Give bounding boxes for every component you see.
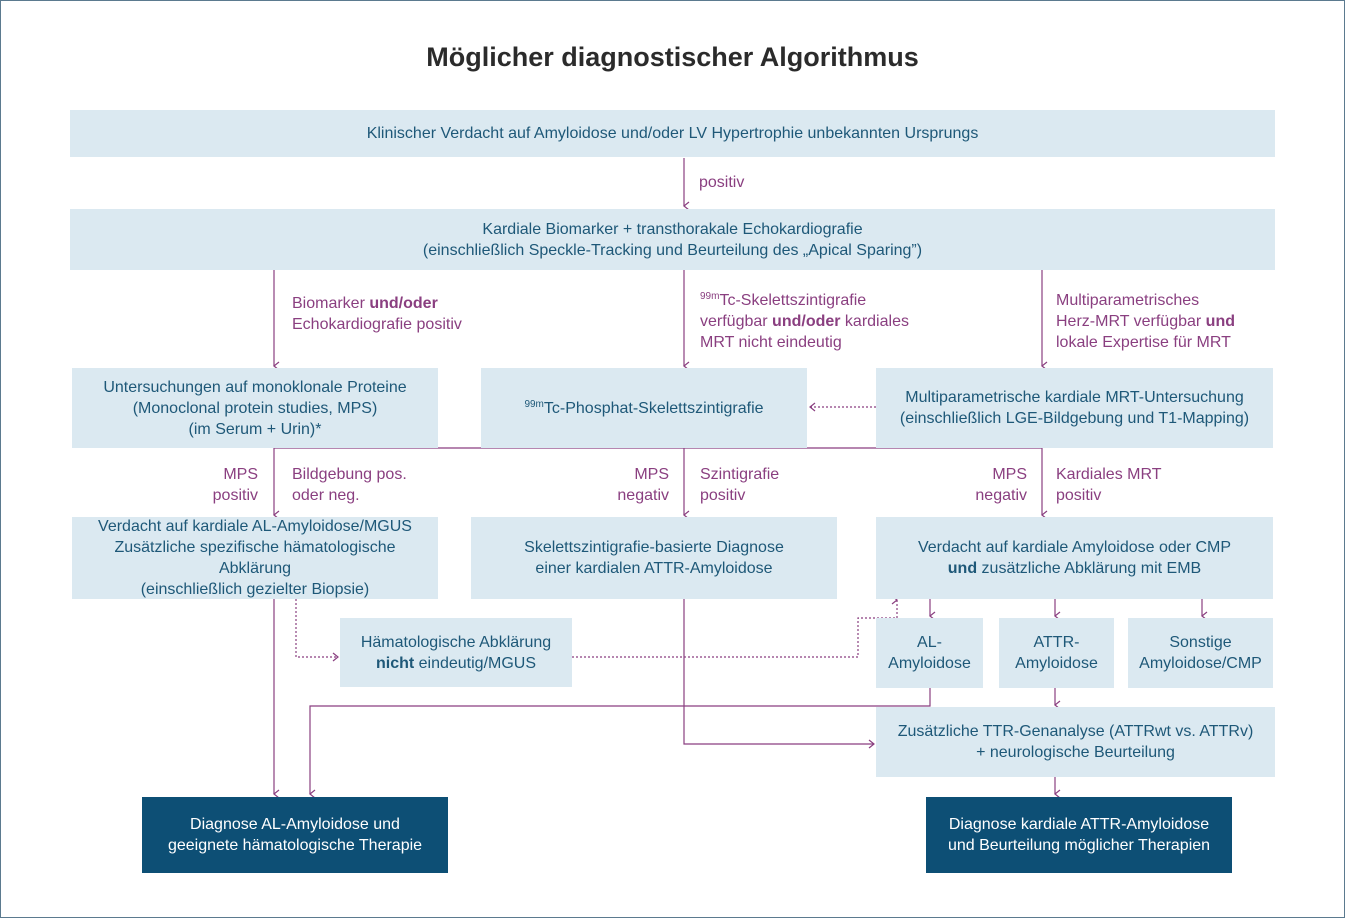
box-cmp-line2-bold: und [947,560,978,577]
label-scinti-line1-text: Tc-Skelettszintigrafie [719,292,867,309]
box-monoclonal-proteins: Untersuchungen auf monoklonale Proteine … [72,368,438,448]
box-dx-attr-line1: Diagnose kardiale ATTR-Amyloidose [948,816,1210,833]
page-title: Möglicher diagnostischer Algorithmus [426,42,919,72]
box-biomarker-line2: (einschließlich Speckle-Tracking und Beu… [422,241,923,259]
label-mri-positive: Kardiales MRT positiv [1056,464,1162,506]
label-scinti-sup: 99m [700,291,720,302]
label-mps-neg-mid-line2: negativ [617,487,669,504]
label-scinti-line2-b: und/oder [772,313,841,330]
box-mps-line1: Untersuchungen auf monoklonale Proteine [103,378,407,396]
label-mps-positive: MPS positiv [180,464,258,506]
box-diagnosis-al: Diagnose AL-Amyloidose und geeignete häm… [142,797,448,873]
box-al-line1: Verdacht auf kardiale AL-Amyloidose/MGUS [98,518,412,535]
box-haem-line2: nicht eindeutig/MGUS [376,653,536,674]
arrow-al-amy-to-dx [309,688,931,799]
label-biomarker-line1: Biomarker und/oder [292,293,462,314]
box-biomarker-line1: Kardiale Biomarker + transthorakale Echo… [482,220,863,238]
label-scinti-line3: MRT nicht eindeutig [700,334,842,351]
box-diagnosis-attr: Diagnose kardiale ATTR-Amyloidose und Be… [926,797,1232,873]
box-ttr-line1: Zusätzliche TTR-Genanalyse (ATTRwt vs. A… [897,723,1254,740]
label-mri-available: Multiparametrisches Herz-MRT verfügbar u… [1056,290,1235,353]
label-mps-neg-right-line1: MPS [992,466,1027,483]
label-positiv: positiv [699,174,745,191]
box-al-suspicion: Verdacht auf kardiale AL-Amyloidose/MGUS… [72,517,438,599]
label-mps-pos-line2: positiv [212,487,258,504]
box-scinti-text: 99mTc-Phosphat-Skelettszintigrafie [524,398,763,419]
box-haem-line2-rest: eindeutig/MGUS [414,654,537,672]
box-cmp-line2-rest: zusätzliche Abklärung mit EMB [977,560,1202,577]
box-attr-scinti-line1: Skelettszintigrafie-basierte Diagnose [524,539,784,556]
label-mri-line2-b: und [1205,313,1235,330]
box-attr-scinti-line2: einer kardialen ATTR-Amyloidose [535,560,773,577]
label-mps-neg-mid-line1: MPS [634,466,669,483]
label-mri-pos-line1: Kardiales MRT [1056,466,1162,483]
arrow-attr-scinti-to-ttr [683,599,875,749]
box-al-line2: Zusätzliche spezifische hämatologische A… [114,539,396,577]
box-mri-line1: Multiparametrische kardiale MRT-Untersuc… [905,389,1244,406]
box-cmp-line1: Verdacht auf kardiale Amyloidose oder CM… [917,539,1232,556]
label-imaging-line1: Bildgebung pos. [292,466,407,483]
label-imaging-line2: oder neg. [292,487,360,504]
box-scinti-sup: 99m [524,398,544,410]
label-mps-negative-mid: MPS negativ [588,464,669,506]
label-imaging: Bildgebung pos. oder neg. [292,464,407,506]
label-biomarker-line2: Echokardiografie positiv [292,316,462,333]
label-scinti-line2: verfügbar und/oder kardiales [700,311,909,332]
box-dx-attr-line2: und Beurteilung möglicher Therapien [947,837,1211,854]
box-attr-amy-line2: Amyloidose [1015,655,1098,672]
label-scinti-positive: Szintigrafie positiv [700,464,779,506]
label-scinti-line1: 99mTc-Skelettszintigrafie [700,290,909,311]
box-attr-amy-line1: ATTR- [1033,634,1080,651]
box-mps-line3: (im Serum + Urin)* [188,420,322,438]
box-al-amyloidosis: AL- Amyloidose [876,618,983,688]
box-haem-line1: Hämatologische Abklärung [360,633,552,651]
box-other-amyloidosis: Sonstige Amyloidose/CMP [1128,618,1273,688]
label-scinti-pos-line2: positiv [700,487,746,504]
label-mri-pos-line2: positiv [1056,487,1102,504]
box-al-line3: (einschließlich gezielter Biopsie) [140,581,370,598]
label-biomarker-line1-a: Biomarker [292,295,370,312]
label-mps-pos-line1: MPS [223,466,258,483]
box-mri-line2: (einschließlich LGE-Bildgebung und T1-Ma… [899,410,1250,427]
box-haematology-unclear: Hämatologische Abklärung nicht eindeutig… [340,618,572,687]
label-mri-line3: lokale Expertise für MRT [1056,334,1231,351]
label-biomarker-line1-b: und/oder [369,295,438,312]
label-mps-negative-right: MPS negativ [946,464,1027,506]
box-scintigraphy: 99mTc-Phosphat-Skelettszintigrafie [481,368,807,448]
box-other-amy-line1: Sonstige [1169,634,1232,651]
box-ttr-line2: + neurologische Beurteilung [976,744,1175,761]
arrow-haem-to-cmp [572,595,898,658]
label-mri-line2: Herz-MRT verfügbar und [1056,311,1235,332]
box-dx-al-line2: geeignete hämatologische Therapie [167,837,423,854]
label-mri-line2-a: Herz-MRT verfügbar [1056,313,1206,330]
label-biomarker-positive: Biomarker und/oder Echokardiografie posi… [292,293,462,335]
label-mps-neg-right-line2: negativ [975,487,1027,504]
box-attr-scinti-diagnosis: Skelettszintigrafie-basierte Diagnose ei… [471,517,837,599]
box-attr-amyloidosis: ATTR- Amyloidose [999,618,1114,688]
label-scinti-line2-c: kardiales [840,313,909,330]
label-scinti-available: 99mTc-Skelettszintigrafie verfügbar und/… [700,290,909,353]
box-haem-line2-bold: nicht [375,654,415,672]
box-cmp-suspicion: Verdacht auf kardiale Amyloidose oder CM… [876,517,1273,599]
label-scinti-line2-a: verfügbar [700,313,773,330]
box-al-amy-line1: AL- [917,634,942,651]
label-scinti-pos-line1: Szintigrafie [700,466,780,483]
box-al-amy-line2: Amyloidose [888,655,971,672]
box-biomarker-echo: Kardiale Biomarker + transthorakale Echo… [70,209,1275,270]
box-cardiac-mri: Multiparametrische kardiale MRT-Untersuc… [876,368,1273,448]
box-other-amy-line2: Amyloidose/CMP [1139,655,1262,672]
box-dx-al-line1: Diagnose AL-Amyloidose und [190,816,400,833]
label-mri-line1: Multiparametrisches [1056,292,1200,309]
box-clinical-suspicion: Klinischer Verdacht auf Amyloidose und/o… [70,110,1275,157]
box-scinti-label: Tc-Phosphat-Skelettszintigrafie [543,399,764,417]
arrow-al-to-haem [295,599,339,662]
box-mps-line2: (Monoclonal protein studies, MPS) [132,399,378,417]
box-cmp-line2: und zusätzliche Abklärung mit EMB [948,558,1201,579]
box-ttr-gene-analysis: Zusätzliche TTR-Genanalyse (ATTRwt vs. A… [876,707,1275,777]
box-clinical-suspicion-text: Klinischer Verdacht auf Amyloidose und/o… [366,125,979,142]
